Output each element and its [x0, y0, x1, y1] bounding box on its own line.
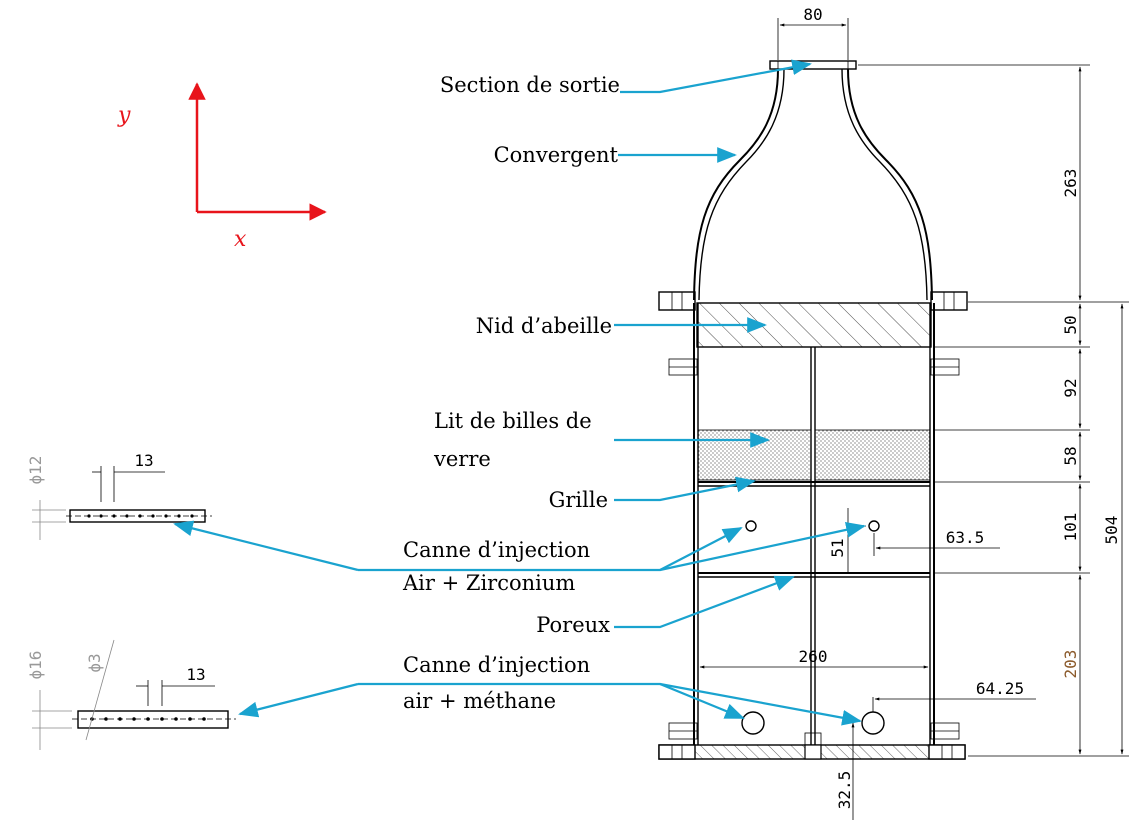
- label-canne-ch4-line1: Canne d’injection: [403, 653, 590, 677]
- label-canne-air-zr-line1: Canne d’injection: [403, 538, 590, 562]
- bead-bed-left: [697, 429, 812, 481]
- arrow-ch4-hole-right: [659, 682, 862, 726]
- injection-hole-air-zr-left: [745, 520, 757, 532]
- detail2-pitch: 13: [186, 665, 205, 684]
- dim-offset-64-25: 64.25: [976, 679, 1024, 698]
- label-section-sortie: Section de sortie: [440, 73, 620, 97]
- label-nid-abeille: Nid d’abeille: [476, 314, 612, 338]
- arrow-air-zr-detail: [173, 520, 359, 572]
- dim-gap-203: 203: [1061, 650, 1080, 679]
- dimension-lines: 80 263 50 92 58 101 203 504 51 63.5: [699, 5, 1129, 820]
- flange-top-left: [658, 291, 696, 311]
- injection-hole-methane-left: [741, 711, 765, 735]
- detail1-pitch: 13: [134, 451, 153, 470]
- dim-width-260: 260: [799, 647, 828, 666]
- injection-hole-air-zr-right: [868, 520, 880, 532]
- dim-gap-92: 92: [1061, 378, 1080, 397]
- convergent-wall-left: [693, 68, 779, 301]
- detail2-diameter: ϕ16: [26, 651, 45, 680]
- flange-top-right: [930, 291, 968, 311]
- label-poreux: Poreux: [536, 613, 610, 637]
- x-axis-label: x: [234, 227, 247, 252]
- arrow-grille: [614, 476, 756, 502]
- detail-canne-methane: 13 ϕ3 ϕ16: [26, 639, 236, 750]
- dim-total-504: 504: [1102, 516, 1121, 545]
- detail1-holes: [87, 514, 194, 518]
- detail1-diameter: ϕ12: [26, 456, 45, 485]
- detail2-holes: [90, 717, 206, 721]
- detail2-hole-diameter: ϕ3: [85, 653, 104, 672]
- dim-convergent-height: 263: [1061, 169, 1080, 198]
- dim-bottom-32-5: 32.5: [835, 771, 854, 810]
- convergent-wall-right: [847, 68, 933, 301]
- label-lit-billes-line1: Lit de billes de: [434, 409, 592, 433]
- arrow-air-zr-hole-right: [659, 522, 866, 572]
- y-axis-label: y: [117, 103, 131, 128]
- dim-honeycomb: 50: [1061, 315, 1080, 334]
- coordinate-axes: y x: [117, 82, 327, 252]
- label-grille: Grille: [549, 488, 608, 512]
- dim-offset-63-5: 63.5: [946, 528, 985, 547]
- dim-offset-51: 51: [828, 538, 847, 557]
- callout-labels: Section de sortie Convergent Nid d’abeil…: [402, 73, 620, 713]
- detail2-tube: [77, 710, 229, 729]
- label-canne-air-zr-line2: Air + Zirconium: [402, 571, 575, 595]
- outlet-flange: [769, 60, 857, 70]
- arrow-ch4-detail: [238, 682, 359, 718]
- label-convergent: Convergent: [494, 143, 619, 167]
- bead-bed-right: [814, 429, 931, 481]
- leader-arrows: [173, 59, 866, 726]
- arrow-section-sortie: [620, 59, 812, 94]
- dim-top-width: 80: [803, 5, 822, 24]
- arrow-poreux: [614, 575, 795, 629]
- dim-gap-101: 101: [1061, 513, 1080, 542]
- injection-hole-methane-right: [861, 711, 885, 735]
- label-canne-ch4-line2: air + méthane: [403, 689, 556, 713]
- detail-canne-air-zr: 13 ϕ12: [26, 451, 212, 540]
- dim-beads: 58: [1061, 446, 1080, 465]
- label-lit-billes-line2: verre: [433, 447, 491, 471]
